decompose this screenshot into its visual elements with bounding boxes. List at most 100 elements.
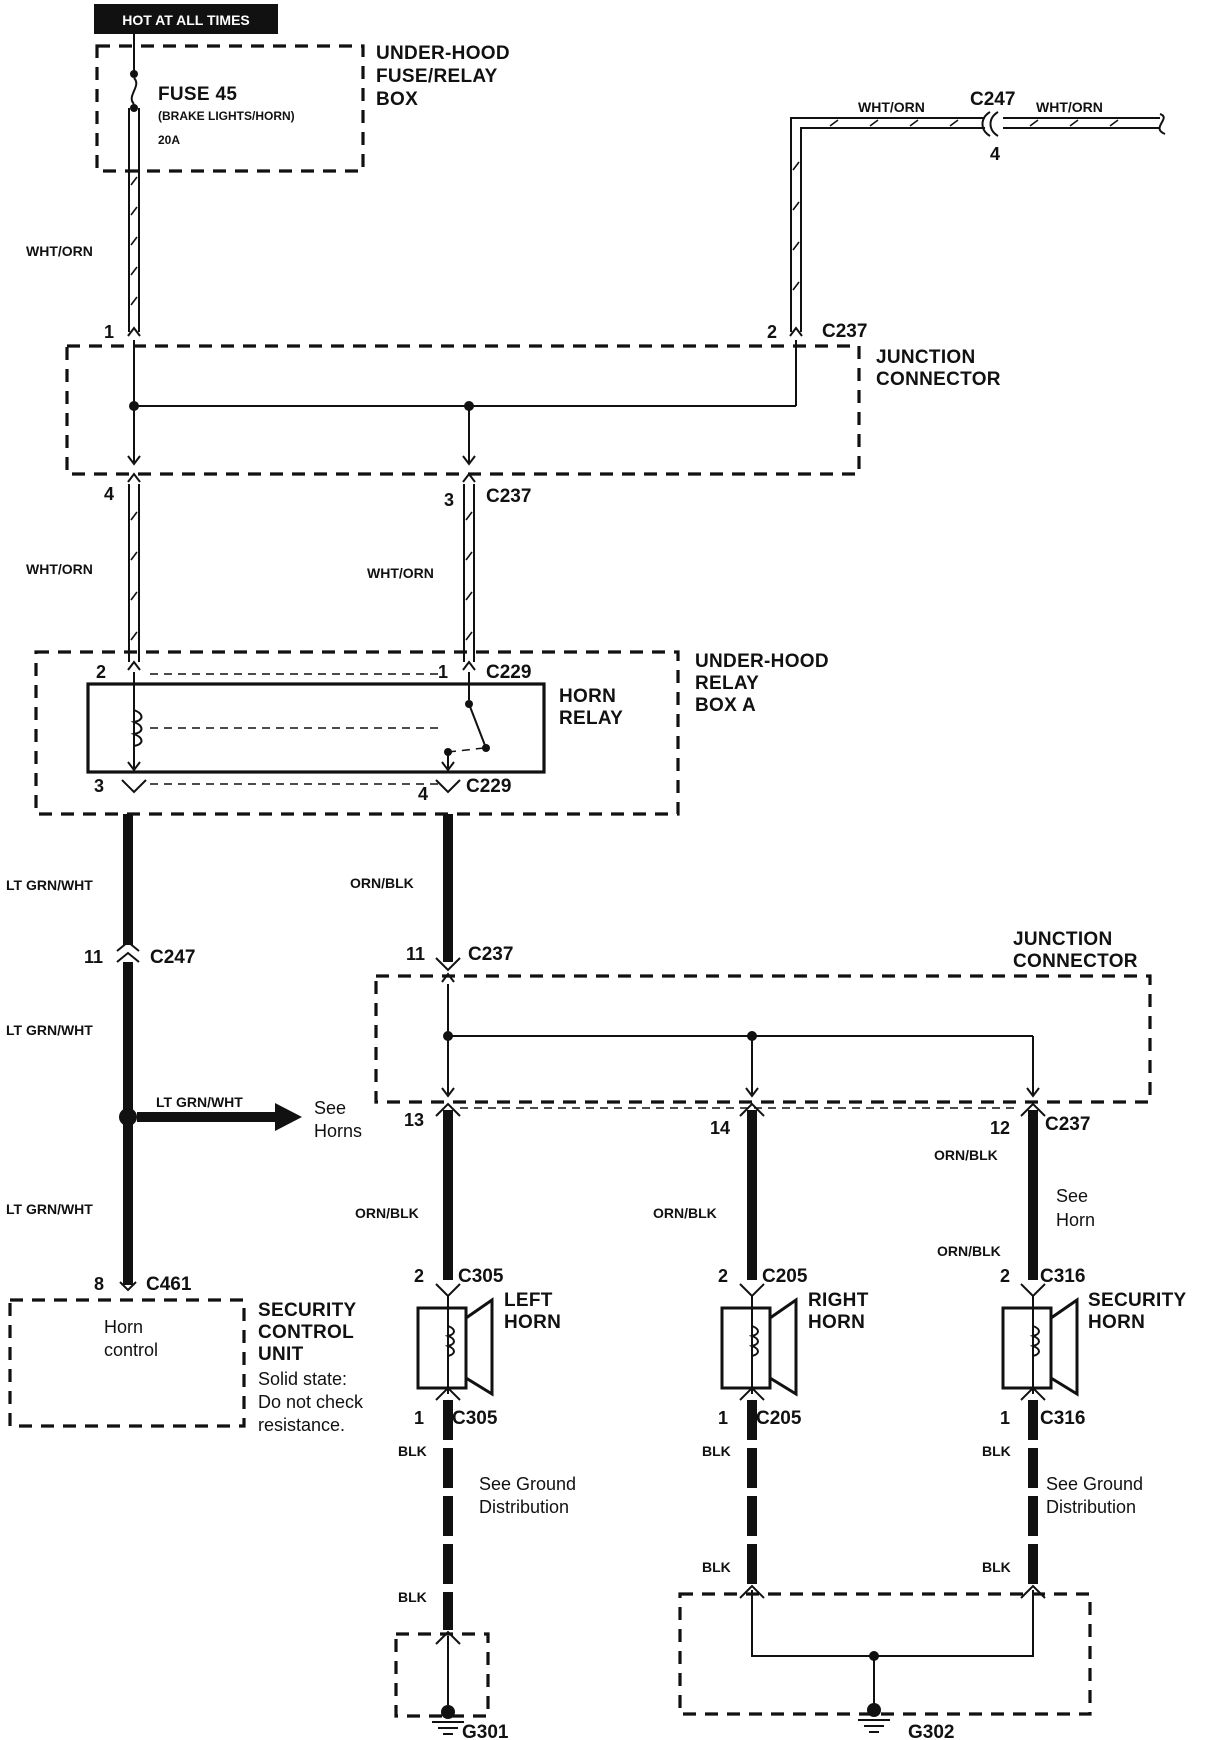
wire-label-orn-blk-security-2: ORN/BLK	[937, 1243, 1001, 1259]
see-ground-2-line2: Distribution	[1046, 1497, 1136, 1517]
left-horn-label-line2: HORN	[504, 1312, 561, 1333]
connector-c237-label-4: C237	[1045, 1114, 1090, 1135]
junction1-pin-3: 3	[444, 490, 454, 510]
junction2-label-line1: JUNCTION	[1013, 929, 1113, 950]
security-horn-pin-2: 2	[1000, 1266, 1010, 1286]
horn-control-line1: Horn	[104, 1317, 143, 1337]
c247-pin-4: 4	[990, 144, 1000, 164]
wire-label-lt-grn-wht-1: LT GRN/WHT	[6, 877, 93, 893]
horn-relay	[86, 660, 546, 794]
connector-c247-top-label: C247	[970, 89, 1015, 110]
right-horn-pin-1: 1	[718, 1408, 728, 1428]
connector-c229-label-top: C229	[486, 662, 531, 683]
security-unit-label-line2: CONTROL	[258, 1322, 354, 1343]
fuse-name: FUSE 45	[158, 84, 237, 105]
wire-label-blk-left-2: BLK	[398, 1589, 427, 1605]
wire-label-wht-orn-top-left: WHT/ORN	[858, 99, 925, 115]
connector-c237-label-1: C237	[822, 321, 867, 342]
c237-pin-11: 11	[406, 944, 425, 964]
connector-c247-left-label: C247	[150, 947, 195, 968]
right-horn-pin-2: 2	[718, 1266, 728, 1286]
right-horn-icon	[720, 1283, 798, 1401]
relay-coil-icon	[130, 709, 143, 747]
relay-switch-icon	[468, 703, 487, 749]
security-unit-note-line2: Do not check	[258, 1392, 364, 1412]
under-hood-relay-box-a	[34, 650, 680, 816]
wire-wht-orn-fuse	[128, 108, 140, 332]
ground-symbol-icon	[858, 1719, 890, 1733]
relay-box-label-line3: BOX A	[695, 695, 756, 716]
connector-c205-label-top: C205	[762, 1266, 808, 1287]
security-horn-label-line2: HORN	[1088, 1312, 1145, 1333]
security-unit-note-line3: resistance.	[258, 1415, 345, 1435]
c237-pin-14: 14	[710, 1118, 730, 1138]
relay-pin-2: 2	[96, 662, 106, 682]
junction-connector-2	[374, 974, 1152, 1104]
fuse-45-symbol-icon	[130, 34, 138, 112]
junction1-label-line2: CONNECTOR	[876, 369, 1001, 390]
see-horns-line1: See	[314, 1098, 346, 1118]
wire-label-blk-right-1: BLK	[702, 1443, 731, 1459]
connector-c461-label: C461	[146, 1274, 192, 1295]
connector-c305-label-bottom: C305	[452, 1408, 498, 1429]
security-unit-label-line3: UNIT	[258, 1344, 304, 1365]
c461-pin-8: 8	[94, 1274, 104, 1294]
wire-label-wht-orn-2: WHT/ORN	[26, 561, 93, 577]
hot-at-all-times-text: HOT AT ALL TIMES	[122, 12, 250, 28]
see-horn-line1: See	[1056, 1186, 1088, 1206]
junction1-pin-1: 1	[104, 322, 114, 342]
see-horns-line2: Horns	[314, 1121, 362, 1141]
connector-c237-label-3: C237	[468, 944, 513, 965]
left-horn-pin-2: 2	[414, 1266, 424, 1286]
wire-label-orn-blk-main: ORN/BLK	[350, 875, 414, 891]
wire-label-blk-security-2: BLK	[982, 1559, 1011, 1575]
security-unit-note-line1: Solid state:	[258, 1369, 347, 1389]
ground-g302	[678, 1584, 1092, 1733]
junction1-pin-4: 4	[104, 484, 114, 504]
c237-pin-12: 12	[990, 1118, 1010, 1138]
fuse-rating: 20A	[158, 133, 180, 147]
hot-at-all-times-tag: HOT AT ALL TIMES	[94, 4, 278, 34]
connector-c247-top-icon	[981, 111, 999, 137]
splice-point	[119, 1108, 137, 1126]
fuse-box-label-line2: FUSE/RELAY	[376, 66, 498, 87]
junction2-label-line2: CONNECTOR	[1013, 951, 1138, 972]
wire-label-wht-orn-top-right: WHT/ORN	[1036, 99, 1103, 115]
security-control-unit	[8, 1298, 246, 1428]
left-horn-label-line1: LEFT	[504, 1290, 553, 1311]
see-ground-1-line1: See Ground	[479, 1474, 576, 1494]
wire-wht-orn-c247	[790, 113, 1166, 332]
security-horn-pin-1: 1	[1000, 1408, 1010, 1428]
fuse-box-label-line3: BOX	[376, 89, 418, 110]
junction2-internal-bus	[441, 972, 1040, 1109]
wire-label-orn-blk-security-1: ORN/BLK	[934, 1147, 998, 1163]
see-ground-2-line1: See Ground	[1046, 1474, 1143, 1494]
fuse-description: (BRAKE LIGHTS/HORN)	[158, 109, 295, 123]
relay-box-label-line2: RELAY	[695, 673, 759, 694]
junction1-pin-2: 2	[767, 322, 777, 342]
security-unit-label-line1: SECURITY	[258, 1300, 356, 1321]
security-horn-label-line1: SECURITY	[1088, 1290, 1186, 1311]
connector-c229-label-bottom: C229	[466, 776, 511, 797]
arrow-right-icon	[275, 1103, 302, 1131]
left-horn-icon	[416, 1283, 494, 1401]
wire-label-wht-orn-1: WHT/ORN	[26, 243, 93, 259]
horn-control-line2: control	[104, 1340, 158, 1360]
connector-c316-label-bottom: C316	[1040, 1408, 1085, 1429]
wire-to-horns-arrow	[137, 1103, 302, 1131]
wire-label-lt-grn-wht-2: LT GRN/WHT	[6, 1022, 93, 1038]
connector-c205-label-bottom: C205	[756, 1408, 802, 1429]
connector-c461-icon	[119, 1281, 137, 1292]
wire-label-blk-security-1: BLK	[982, 1443, 1011, 1459]
wire-label-wht-orn-3: WHT/ORN	[367, 565, 434, 581]
junction1-internal-bus	[127, 326, 803, 466]
under-hood-fuse-relay-box	[95, 44, 365, 173]
c247-pin-11: 11	[84, 947, 103, 967]
wire-label-orn-blk-right: ORN/BLK	[653, 1205, 717, 1221]
horn-relay-label-line1: HORN	[559, 686, 616, 707]
connector-c247-left-icon	[116, 940, 140, 963]
ground-g301-label: G301	[462, 1722, 509, 1740]
see-horn-line2: Horn	[1056, 1210, 1095, 1230]
ground-g301	[394, 1630, 490, 1735]
